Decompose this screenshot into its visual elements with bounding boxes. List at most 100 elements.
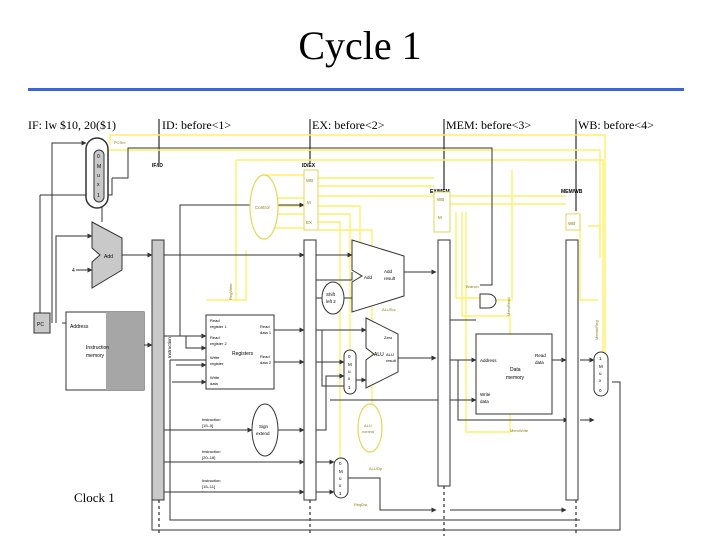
alu-mux-in0: 0 (348, 354, 351, 359)
pc-adder-label: Add (104, 254, 113, 260)
sign-extend-l2: extend (256, 431, 270, 436)
imm-15-0-l2: [15–0] (202, 423, 213, 428)
alu-control-l1: ALU (364, 423, 372, 428)
regwrite-label: RegWrite (228, 283, 233, 300)
alu-result-l1: ALU (386, 352, 394, 357)
control-signal-wires (96, 134, 606, 460)
read-reg1-l1: Read (210, 318, 220, 323)
wb-mux-in0: 0 (599, 388, 602, 393)
ex-mem-register (437, 239, 451, 487)
stage-label-wb: WB: before<4> (578, 118, 654, 132)
clock-label: Clock 1 (74, 490, 115, 505)
alu-control-l2: control (362, 429, 374, 434)
read-reg2-l2: register 2 (210, 341, 227, 346)
if-id-register (151, 239, 165, 501)
branch-label: Branch (466, 284, 479, 289)
ex-mem-m-label: M (438, 215, 442, 220)
memtoreg-label: MemtoReg (594, 320, 599, 340)
dm-write-data-l1: Write (480, 392, 491, 397)
stage-label-mem: MEM: before<3> (446, 118, 532, 132)
write-reg-l1: Write (210, 355, 220, 360)
aluop-label: ALUOp (369, 466, 383, 471)
read-data2-l2: data 2 (260, 360, 272, 365)
instruction-memory: Address Instruction memory Instruction (65, 311, 172, 391)
wb-mux-x: x (599, 378, 602, 383)
regdst-mux-m: M (339, 469, 343, 474)
read-reg1-l2: register 1 (210, 324, 227, 329)
sign-extend-unit: Sign extend (251, 403, 279, 457)
id-ex-label: ID/EX (302, 163, 316, 169)
alu-unit: ALU Zero ALU result (365, 317, 399, 389)
stage-label-if: IF: lw $10, 20($1) (28, 118, 116, 132)
regdst-mux-in0: 0 (339, 461, 342, 466)
id-ex-wb-label: WB (306, 178, 313, 183)
read-data1-l2: data 1 (260, 330, 272, 335)
pc-source-mux: 0 M u x 1 (85, 137, 109, 209)
wb-mux-m: M (599, 364, 603, 369)
memread-label: MemRead (506, 298, 511, 316)
data-memory: Address Read data Data memory Write data (475, 333, 553, 415)
regdst-mux-in1: 1 (339, 491, 342, 496)
dm-title-l2: memory (506, 375, 525, 381)
imm-15-0-l1: Instruction (202, 417, 220, 422)
stage-label-ex: EX: before<2> (312, 118, 385, 132)
mem-wb-register (565, 239, 579, 501)
sign-extend-l1: Sign (259, 424, 269, 429)
dm-write-data-l2: data (480, 399, 489, 404)
pipeline-registers: IF/ID ID/EX EX/MEM MEM/WB (151, 163, 583, 501)
read-data1-l1: Read (260, 324, 270, 329)
dm-title-l1: Data (510, 367, 521, 373)
title-underline (28, 88, 684, 91)
shift-left-2-unit: Shift left 2 (321, 281, 345, 315)
shift-left-l2: left 2 (326, 299, 336, 304)
ex-mem-wb-label: WB (437, 197, 444, 202)
alu-src-mux: 0 M u x 1 (343, 349, 357, 395)
pc-label: PC (37, 322, 44, 328)
alusrc-label: ALUSrc (382, 307, 396, 312)
registers-title: Registers (232, 351, 254, 357)
dm-read-data-l1: Read (535, 353, 546, 358)
read-reg2-l1: Read (210, 335, 220, 340)
slide-title: Cycle 1 (298, 23, 422, 68)
control-pipeline-boxes (303, 169, 581, 233)
branch-and-gate: Branch (466, 284, 497, 309)
alu-mux-u: u (348, 369, 351, 374)
if-id-label: IF/ID (152, 163, 163, 169)
imm-15-11-l2: [15–11] (202, 484, 215, 489)
alu-control-unit: ALU control (357, 403, 383, 453)
write-data-l1: Write (210, 375, 220, 380)
pc-mux-x: x (97, 182, 100, 188)
id-ex-register (303, 239, 317, 501)
id-ex-ex-label: EX (306, 220, 312, 225)
add-result-l2: result (384, 276, 396, 281)
branch-adder: Add Add result (351, 239, 405, 313)
zero-label: Zero (384, 335, 393, 340)
regdst-mux-u: u (339, 476, 342, 481)
memwrite-label: MemWrite (510, 428, 529, 433)
regdst-mux: 0 M u x 1 (333, 457, 349, 499)
id-ex-m-label: M (307, 200, 311, 205)
regdst-label: RegDst (354, 502, 368, 507)
control-unit: Control (249, 174, 279, 240)
pc-mux-in0: 0 (97, 154, 100, 160)
regdst-mux-x: x (339, 483, 342, 488)
memtoreg-mux: 1 M u x 0 (593, 351, 609, 397)
imem-title-line1: Instruction (86, 345, 109, 351)
imm-20-16-l2: [20–16] (202, 455, 215, 460)
pc-register: PC (33, 312, 51, 334)
wb-mux-u: u (599, 371, 602, 376)
write-data-l2: data (210, 381, 219, 386)
mem-wb-label: MEM/WB (561, 189, 583, 195)
pcsrc-label: PCSrc (114, 140, 126, 145)
add-result-l1: Add (384, 269, 393, 274)
stage-label-id: ID: before<1> (162, 118, 232, 132)
alu-mux-in1: 1 (348, 385, 351, 390)
imem-address-label: Address (70, 324, 89, 330)
imem-title-line2: memory (86, 353, 105, 359)
alu-mux-x: x (348, 376, 351, 381)
branch-adder-label: Add (364, 275, 373, 280)
instruction-bus-label: Instruction (167, 337, 172, 358)
write-reg-l2: register (210, 361, 224, 366)
pc-mux-u: u (97, 173, 100, 179)
